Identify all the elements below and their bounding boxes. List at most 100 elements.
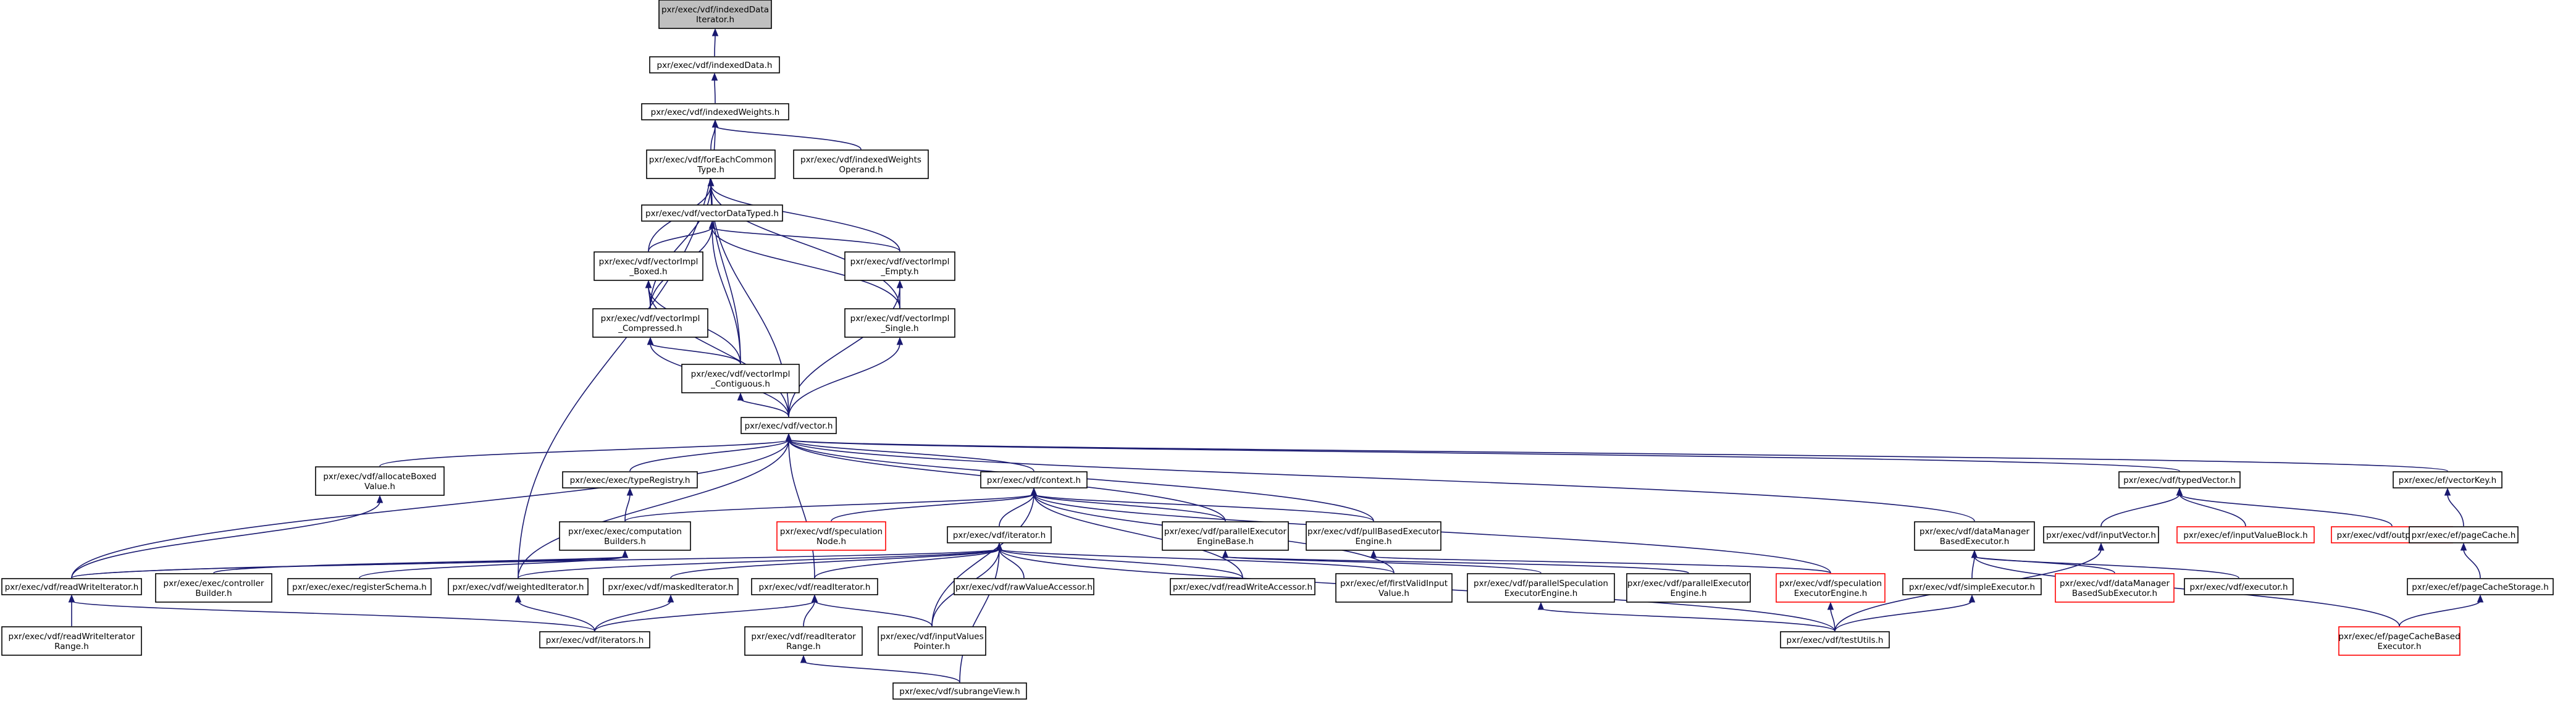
node-iterators[interactable]: pxr/exec/vdf/iterators.h <box>539 631 650 648</box>
node-vector-impl-single[interactable]: pxr/exec/vdf/vectorImpl_Single.h <box>844 308 955 338</box>
node-label: pxr/exec/vdf/subrangeView.h <box>899 687 1020 697</box>
edge-speculation-executor-engine-to-test-utils <box>1827 601 1836 632</box>
node-register-schema[interactable]: pxr/exec/exec/registerSchema.h <box>287 578 432 595</box>
node-box <box>2176 526 2315 543</box>
node-label: pxr/exec/vdf/indexedData <box>661 5 769 15</box>
node-simple-executor[interactable]: pxr/exec/vdf/simpleExecutor.h <box>1902 578 2042 595</box>
node-label: pxr/exec/vdf/pullBasedExecutor <box>1307 527 1440 537</box>
node-box <box>1170 578 1315 595</box>
node-label: _Compressed.h <box>618 324 682 333</box>
node-label: pxr/exec/vdf/vectorImpl <box>691 369 791 379</box>
edge-weighted-iterator-to-iterators <box>514 594 595 632</box>
edge-indexed-data-iterator-to-indexed-data <box>711 28 719 57</box>
node-weighted-iterator[interactable]: pxr/exec/vdf/weightedIterator.h <box>448 578 589 595</box>
node-vector-impl-boxed[interactable]: pxr/exec/vdf/vectorImpl_Boxed.h <box>594 251 703 281</box>
node-label: BasedExecutor.h <box>1940 537 2010 547</box>
node-vector-data-typed[interactable]: pxr/exec/vdf/vectorDataTyped.h <box>641 204 783 222</box>
node-label: pxr/exec/vdf/iterators.h <box>546 635 644 645</box>
node-box <box>1162 521 1289 551</box>
node-label: pxr/exec/ef/inputValueBlock.h <box>2183 530 2307 540</box>
node-label: pxr/exec/vdf/simpleExecutor.h <box>1909 582 2035 592</box>
node-label: BasedSubExecutor.h <box>2072 589 2157 598</box>
edge-allocate-boxed-value-to-read-write-iterator <box>71 495 384 579</box>
node-vector-impl-empty[interactable]: pxr/exec/vdf/vectorImpl_Empty.h <box>844 251 955 281</box>
node-parallel-speculation-executor-engine[interactable]: pxr/exec/vdf/parallelSpeculationExecutor… <box>1467 573 1615 603</box>
edge-vector-impl-contiguous-to-vector <box>737 392 789 417</box>
node-box <box>844 308 955 338</box>
node-label: pxr/exec/vdf/readIterator <box>751 632 856 642</box>
node-indexed-data[interactable]: pxr/exec/vdf/indexedData.h <box>649 56 780 73</box>
node-label: pxr/exec/vdf/forEachCommon <box>649 155 773 165</box>
node-label: Executor.h <box>2377 642 2421 652</box>
node-input-vector[interactable]: pxr/exec/vdf/inputVector.h <box>2043 526 2159 543</box>
node-type-registry[interactable]: pxr/exec/exec/typeRegistry.h <box>562 471 698 488</box>
node-indexed-weights[interactable]: pxr/exec/vdf/indexedWeights.h <box>641 103 789 120</box>
node-masked-iterator[interactable]: pxr/exec/vdf/maskedIterator.h <box>603 578 739 595</box>
node-read-write-accessor[interactable]: pxr/exec/vdf/readWriteAccessor.h <box>1170 578 1315 595</box>
node-read-write-iterator[interactable]: pxr/exec/vdf/readWriteIterator.h <box>1 578 142 595</box>
node-data-manager-based-sub-executor[interactable]: pxr/exec/vdf/dataManagerBasedSubExecutor… <box>2055 573 2175 603</box>
node-box <box>641 204 783 222</box>
node-input-value-block[interactable]: pxr/exec/ef/inputValueBlock.h <box>2176 526 2315 543</box>
node-vector-key[interactable]: pxr/exec/ef/vectorKey.h <box>2393 471 2503 488</box>
node-label: pxr/exec/vdf/parallelExecutor <box>1627 579 1750 589</box>
node-box <box>155 573 272 603</box>
node-label: pxr/exec/vdf/context.h <box>987 476 1081 485</box>
node-box <box>844 251 955 281</box>
edge-masked-iterator-to-iterators <box>594 594 674 632</box>
node-label: ExecutorEngine.h <box>1504 589 1578 598</box>
node-box <box>2393 471 2503 488</box>
node-label: pxr/exec/vdf/indexedData.h <box>657 61 773 70</box>
node-box <box>1776 573 1886 603</box>
node-vector[interactable]: pxr/exec/vdf/vector.h <box>740 417 837 434</box>
node-box <box>287 578 432 595</box>
node-test-utils[interactable]: pxr/exec/vdf/testUtils.h <box>1780 631 1890 648</box>
node-read-iterator[interactable]: pxr/exec/vdf/readIterator.h <box>751 578 878 595</box>
node-raw-value-accessor[interactable]: pxr/exec/vdf/rawValueAccessor.h <box>954 578 1094 595</box>
node-box <box>1780 631 1890 648</box>
edge-simple-executor-to-test-utils <box>1834 594 1976 632</box>
node-label: pxr/exec/vdf/dataManager <box>2060 579 2170 589</box>
edge-page-cache-to-page-cache-storage <box>2460 542 2481 579</box>
node-context[interactable]: pxr/exec/vdf/context.h <box>980 471 1088 488</box>
node-box <box>448 578 589 595</box>
node-box <box>2184 578 2294 595</box>
node-executor[interactable]: pxr/exec/vdf/executor.h <box>2184 578 2294 595</box>
node-vector-impl-contiguous[interactable]: pxr/exec/vdf/vectorImpl_Contiguous.h <box>681 364 800 393</box>
node-label: pxr/exec/vdf/indexedWeights.h <box>651 107 780 117</box>
node-subrange-view[interactable]: pxr/exec/vdf/subrangeView.h <box>892 682 1027 700</box>
edge-page-cache-storage-to-page-cache-based-executor <box>2399 594 2484 627</box>
node-iterator[interactable]: pxr/exec/vdf/iterator.h <box>947 526 1052 543</box>
node-box <box>1335 573 1453 603</box>
node-parallel-executor-engine-base[interactable]: pxr/exec/vdf/parallelExecutorEngineBase.… <box>1162 521 1289 551</box>
node-label: pxr/exec/vdf/vectorImpl <box>601 314 700 324</box>
node-label: pxr/exec/vdf/weightedIterator.h <box>453 582 584 592</box>
node-page-cache-storage[interactable]: pxr/exec/ef/pageCacheStorage.h <box>2407 578 2554 595</box>
node-label: pxr/exec/vdf/indexedWeights <box>800 155 921 165</box>
node-label: Engine.h <box>1670 589 1706 598</box>
node-box <box>559 521 691 551</box>
node-page-cache[interactable]: pxr/exec/ef/pageCache.h <box>2409 526 2519 543</box>
node-typed-vector[interactable]: pxr/exec/vdf/typedVector.h <box>2118 471 2241 488</box>
node-label: Engine.h <box>1355 537 1391 547</box>
node-label: pxr/exec/ef/firstValidInput <box>1340 579 1448 589</box>
node-label: Operand.h <box>839 165 883 175</box>
node-label: pxr/exec/vdf/readWriteIterator <box>9 632 135 642</box>
node-vector-impl-compressed[interactable]: pxr/exec/vdf/vectorImpl_Compressed.h <box>592 308 708 338</box>
